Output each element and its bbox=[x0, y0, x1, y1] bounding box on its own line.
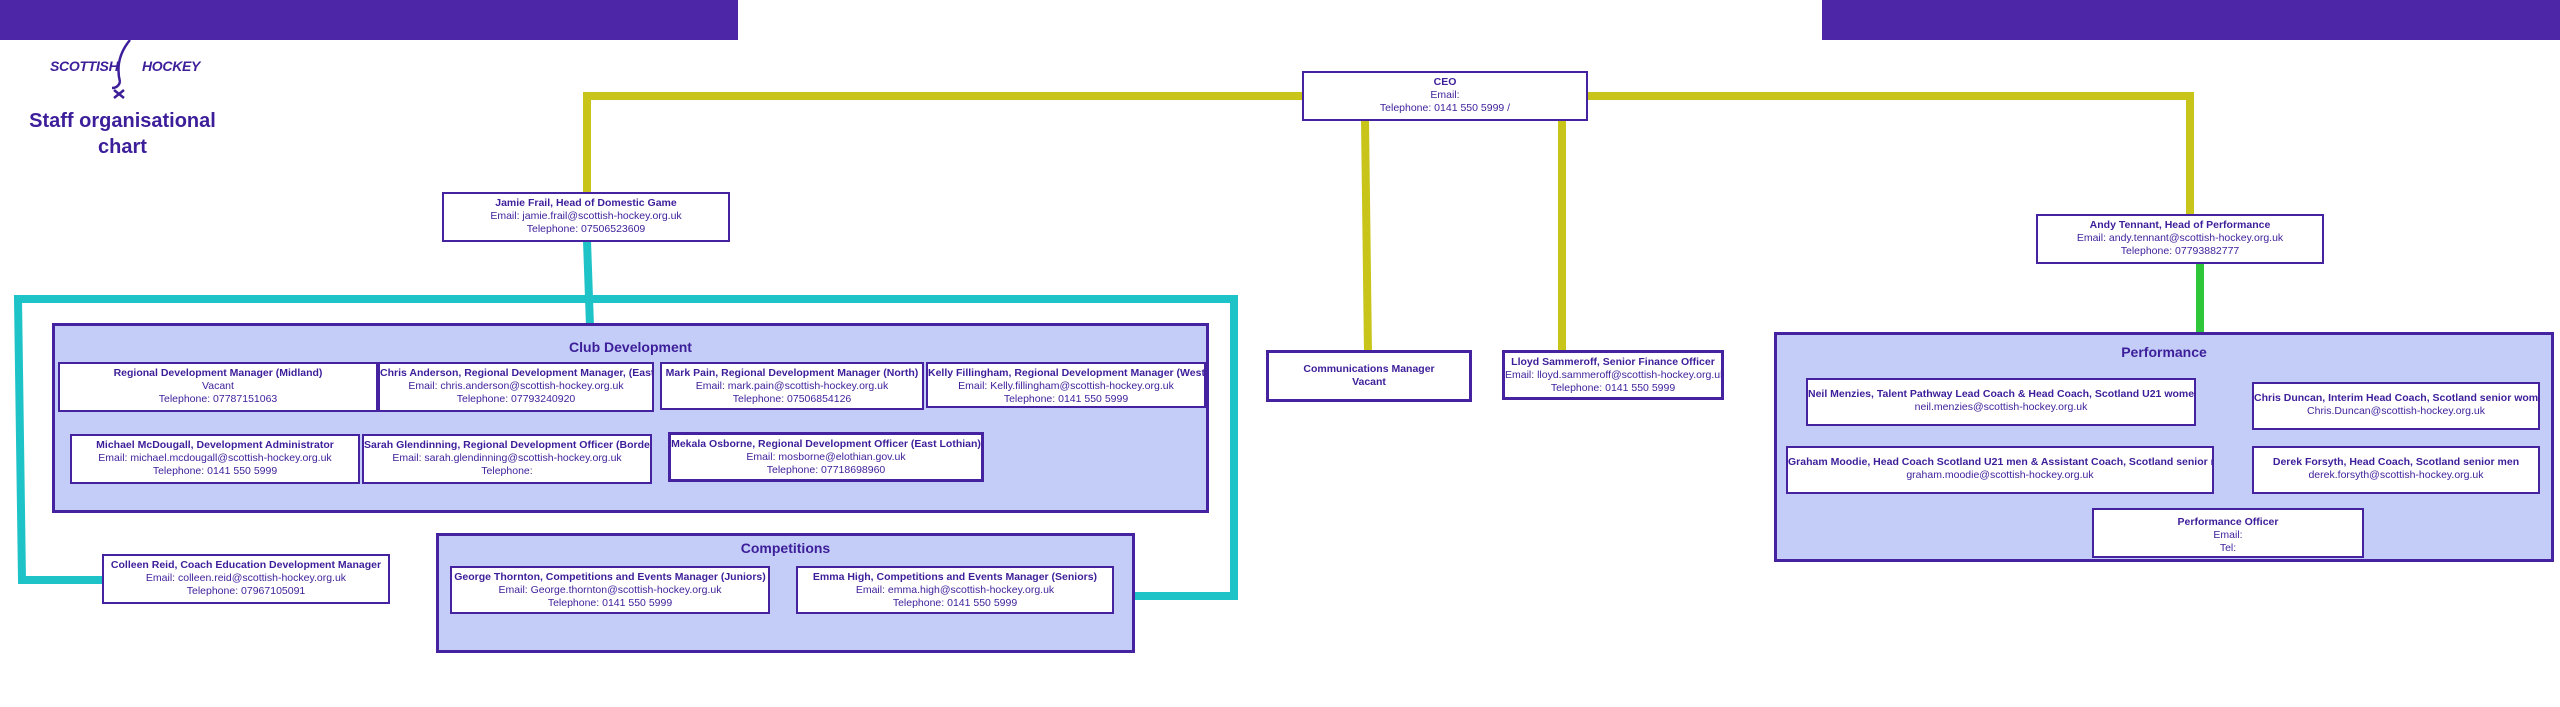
mekala-phone: Telephone: 07718698960 bbox=[766, 464, 886, 476]
sarah-email: Email: sarah.glendinning@scottish-hockey… bbox=[392, 452, 622, 464]
rdm-midland-title: Regional Development Manager (Midland) bbox=[113, 367, 323, 379]
mark-pain-box: Mark Pain, Regional Development Manager … bbox=[660, 362, 924, 410]
performance-officer-email: Email: bbox=[2213, 529, 2243, 541]
graham-email: graham.moodie@scottish-hockey.org.uk bbox=[1906, 469, 2094, 481]
comms-box: Communications Manager Vacant bbox=[1266, 350, 1472, 402]
line-ceo-to-comms bbox=[1361, 119, 1372, 355]
derek-email: derek.forsyth@scottish-hockey.org.uk bbox=[2308, 469, 2484, 481]
chris-duncan-email: Chris.Duncan@scottish-hockey.org.uk bbox=[2307, 405, 2485, 417]
performance-officer-box: Performance Officer Email: Tel: bbox=[2092, 508, 2364, 558]
neil-name: Neil Menzies, Talent Pathway Lead Coach … bbox=[1808, 388, 2196, 400]
derek-box: Derek Forsyth, Head Coach, Scotland seni… bbox=[2252, 446, 2540, 494]
chris-duncan-name: Chris Duncan, Interim Head Coach, Scotla… bbox=[2254, 392, 2540, 404]
line-domestic-loop bbox=[13, 295, 1238, 600]
michael-box: Michael McDougall, Development Administr… bbox=[70, 434, 360, 484]
performance-officer-phone: Tel: bbox=[2219, 542, 2237, 554]
ceo-title: CEO bbox=[1433, 76, 1457, 88]
colleen-phone: Telephone: 07967105091 bbox=[186, 585, 306, 597]
michael-phone: Telephone: 0141 550 5999 bbox=[152, 465, 278, 477]
kelly-phone: Telephone: 0141 550 5999 bbox=[1003, 393, 1129, 405]
emma-email: Email: emma.high@scottish-hockey.org.uk bbox=[855, 584, 1055, 596]
derek-name: Derek Forsyth, Head Coach, Scotland seni… bbox=[2272, 456, 2520, 468]
andy-name: Andy Tennant, Head of Performance bbox=[2089, 219, 2271, 231]
kelly-email: Email: Kelly.fillingham@scottish-hockey.… bbox=[958, 380, 1174, 392]
line-ceo-to-andy bbox=[1588, 92, 2194, 216]
sarah-name: Sarah Glendinning, Regional Development … bbox=[364, 439, 652, 451]
jamie-email: Email: jamie.frail@scottish-hockey.org.u… bbox=[490, 210, 682, 222]
competitions-title: Competitions bbox=[740, 540, 831, 556]
michael-email: Email: michael.mcdougall@scottish-hockey… bbox=[98, 452, 332, 464]
chris-duncan-box: Chris Duncan, Interim Head Coach, Scotla… bbox=[2252, 382, 2540, 430]
club-development-title: Club Development bbox=[569, 339, 692, 355]
mark-pain-name: Mark Pain, Regional Development Manager … bbox=[665, 367, 919, 379]
comms-title: Communications Manager bbox=[1303, 363, 1435, 375]
chris-anderson-email: Email: chris.anderson@scottish-hockey.or… bbox=[408, 380, 624, 392]
rdm-midland-status: Vacant bbox=[202, 380, 234, 392]
jamie-name: Jamie Frail, Head of Domestic Game bbox=[495, 197, 677, 209]
emma-name: Emma High, Competitions and Events Manag… bbox=[812, 571, 1098, 583]
mekala-box: Mekala Osborne, Regional Development Off… bbox=[668, 432, 984, 482]
lloyd-email: Email: lloyd.sammeroff@scottish-hockey.o… bbox=[1505, 369, 1724, 381]
rdm-midland-box: Regional Development Manager (Midland) V… bbox=[58, 362, 378, 412]
top-bar-left bbox=[0, 0, 738, 40]
rdm-midland-phone: Telephone: 07787151063 bbox=[158, 393, 278, 405]
line-jamie-down bbox=[583, 240, 594, 327]
logo-text-left: SCOTTISH bbox=[50, 58, 119, 74]
page-title: Staff organisational chart bbox=[29, 110, 216, 158]
ceo-box: CEO Email: Telephone: 0141 550 5999 / bbox=[1302, 71, 1588, 121]
hockey-stick-icon bbox=[111, 39, 131, 99]
emma-phone: Telephone: 0141 550 5999 bbox=[892, 597, 1018, 609]
logo-text-right: HOCKEY bbox=[142, 58, 201, 74]
lloyd-phone: Telephone: 0141 550 5999 bbox=[1550, 382, 1676, 394]
george-email: Email: George.thornton@scottish-hockey.o… bbox=[498, 584, 722, 596]
scottish-hockey-logo: SCOTTISH HOCKEY bbox=[50, 38, 200, 100]
chris-anderson-name: Chris Anderson, Regional Development Man… bbox=[380, 367, 654, 379]
colleen-name: Colleen Reid, Coach Education Developmen… bbox=[110, 559, 382, 571]
comms-status: Vacant bbox=[1352, 376, 1386, 388]
kelly-box: Kelly Fillingham, Regional Development M… bbox=[926, 362, 1206, 408]
neil-box: Neil Menzies, Talent Pathway Lead Coach … bbox=[1806, 378, 2196, 426]
mekala-email: Email: mosborne@elothian.gov.uk bbox=[746, 451, 906, 463]
lloyd-box: Lloyd Sammeroff, Senior Finance Officer … bbox=[1502, 350, 1724, 400]
kelly-name: Kelly Fillingham, Regional Development M… bbox=[928, 367, 1206, 379]
andy-phone: Telephone: 07793882777 bbox=[2120, 245, 2240, 257]
jamie-phone: Telephone: 07506523609 bbox=[526, 223, 646, 235]
michael-name: Michael McDougall, Development Administr… bbox=[96, 439, 334, 451]
colleen-email: Email: colleen.reid@scottish-hockey.org.… bbox=[145, 572, 347, 584]
ceo-phone: Telephone: 0141 550 5999 / bbox=[1379, 102, 1511, 114]
ceo-email: Email: bbox=[1430, 89, 1460, 101]
george-name: George Thornton, Competitions and Events… bbox=[454, 571, 766, 583]
andy-box: Andy Tennant, Head of Performance Email:… bbox=[2036, 214, 2324, 264]
chris-anderson-box: Chris Anderson, Regional Development Man… bbox=[378, 362, 654, 412]
colleen-box: Colleen Reid, Coach Education Developmen… bbox=[102, 554, 390, 604]
top-bar-right bbox=[1822, 0, 2560, 40]
neil-email: neil.menzies@scottish-hockey.org.uk bbox=[1914, 401, 2088, 413]
sarah-phone: Telephone: bbox=[481, 465, 533, 477]
jamie-box: Jamie Frail, Head of Domestic Game Email… bbox=[442, 192, 730, 242]
line-ceo-to-jamie bbox=[583, 92, 1305, 196]
emma-box: Emma High, Competitions and Events Manag… bbox=[796, 566, 1114, 614]
mekala-name: Mekala Osborne, Regional Development Off… bbox=[671, 438, 981, 450]
andy-email: Email: andy.tennant@scottish-hockey.org.… bbox=[2076, 232, 2284, 244]
george-box: George Thornton, Competitions and Events… bbox=[450, 566, 770, 614]
graham-name: Graham Moodie, Head Coach Scotland U21 m… bbox=[1788, 456, 2214, 468]
sarah-box: Sarah Glendinning, Regional Development … bbox=[362, 434, 652, 484]
performance-title: Performance bbox=[2121, 344, 2207, 360]
george-phone: Telephone: 0141 550 5999 bbox=[547, 597, 673, 609]
performance-officer-title: Performance Officer bbox=[2177, 516, 2279, 528]
mark-pain-email: Email: mark.pain@scottish-hockey.org.uk bbox=[695, 380, 889, 392]
club-development-panel: Club Development bbox=[52, 323, 1209, 513]
chris-anderson-phone: Telephone: 07793240920 bbox=[456, 393, 576, 405]
graham-box: Graham Moodie, Head Coach Scotland U21 m… bbox=[1786, 446, 2214, 494]
lloyd-name: Lloyd Sammeroff, Senior Finance Officer bbox=[1511, 356, 1715, 368]
mark-pain-phone: Telephone: 07506854126 bbox=[732, 393, 852, 405]
